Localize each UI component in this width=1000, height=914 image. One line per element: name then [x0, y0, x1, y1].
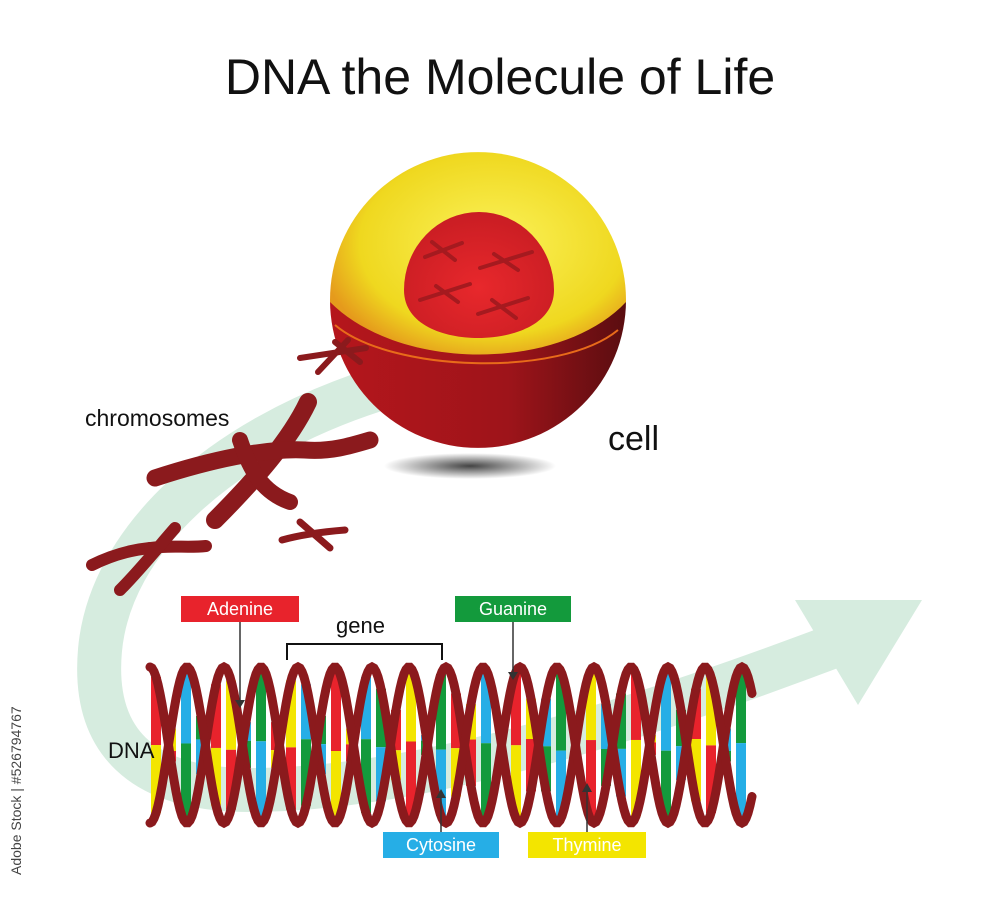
base-pair-segment [436, 673, 446, 750]
base-pair-segment [661, 668, 671, 751]
cell-shadow [384, 453, 556, 479]
base-pair-segment [361, 676, 371, 740]
base-pair-segment [376, 747, 386, 802]
base-pair-segment [331, 667, 341, 751]
base-pair-segment [376, 688, 386, 748]
chromosomes-illustration [86, 393, 379, 596]
base-pair-segment [181, 743, 191, 823]
base-pair-segment [211, 684, 221, 748]
base-pair-segment [451, 693, 461, 749]
base-pair-segment [556, 750, 566, 819]
base-pair-segment [511, 745, 521, 819]
base-pair-segment [691, 739, 701, 802]
cell-label: cell [608, 420, 660, 458]
base-pair-segment [481, 743, 491, 821]
base-pair-segment [406, 668, 416, 742]
gene-bracket [286, 643, 443, 660]
dna-strand-b [145, 662, 757, 829]
nucleus-chromosomes [418, 240, 534, 320]
base-pair-segment [631, 739, 641, 817]
cell-small-chromosome [297, 337, 369, 375]
base-pair-segment [481, 669, 491, 744]
base-pair-segment [586, 740, 596, 821]
dna-label: DNA [108, 738, 155, 763]
base-pair-segment [301, 684, 311, 740]
base-pair-segment [286, 680, 296, 748]
diagram-title: DNA the Molecule of Life [224, 49, 776, 105]
base-pair-segment [436, 749, 446, 817]
base-pair-segment [331, 750, 341, 823]
base-pair-segment [691, 688, 701, 740]
base-pair-segment [151, 745, 161, 814]
cell-illustration [297, 152, 626, 479]
cytosine-label: Cytosine [383, 832, 499, 858]
base-pair-segment [361, 739, 371, 814]
chromosomes-label: chromosomes [85, 405, 230, 431]
stock-watermark: Adobe Stock | #526794767 [8, 706, 24, 875]
base-pair-segment [736, 743, 746, 823]
gene-label: gene [336, 613, 385, 638]
base-pair-segment [406, 741, 416, 822]
base-pair-segment [301, 739, 311, 806]
nucleus [404, 212, 554, 338]
base-pair-segment [661, 750, 671, 822]
base-pair-segment [556, 671, 566, 751]
base-pair-segment [256, 667, 266, 742]
base-pair-segment [631, 673, 641, 740]
base-pair-segment [616, 693, 626, 749]
base-pair-segment [586, 669, 596, 741]
base-pair-segment [256, 741, 266, 823]
base-pair-segment [706, 676, 716, 746]
base-pair-segment [151, 676, 161, 745]
base-pair-segment [226, 749, 236, 810]
base-pair-segment [286, 747, 296, 810]
thymine-label: Thymine [528, 832, 646, 858]
pointer-lines [235, 622, 592, 832]
pathway-arrow [77, 369, 922, 813]
base-pair-segment [181, 667, 191, 744]
guanine-label: Guanine [455, 596, 571, 622]
base-pair-segment [211, 747, 221, 806]
dna-helix [145, 661, 757, 829]
base-pair-segment [511, 671, 521, 746]
adenine-label: Adenine [181, 596, 299, 622]
base-pair-segment [226, 680, 236, 750]
base-pair-segment [706, 745, 716, 814]
base-pair-segment [736, 667, 746, 744]
